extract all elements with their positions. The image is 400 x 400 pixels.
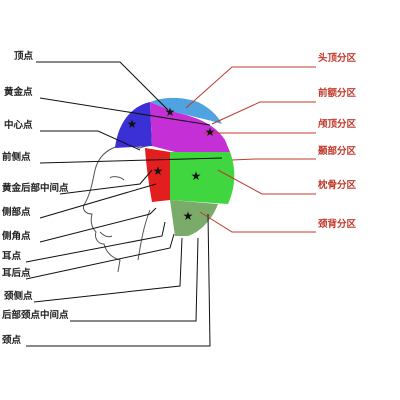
left-leader-line — [70, 237, 199, 322]
star-marker: ★ — [205, 125, 216, 139]
zone-top — [150, 97, 222, 124]
zone-label: 颈背分区 — [317, 218, 357, 230]
point-label: 后部颈点中间点 — [2, 309, 69, 321]
star-marker: ★ — [191, 169, 202, 183]
left-leader-line — [39, 183, 157, 219]
left-leader-line — [39, 207, 157, 243]
left-leader-line — [25, 221, 166, 263]
point-label: 顶点 — [14, 50, 34, 62]
left-leader-line — [25, 233, 175, 280]
star-marker: ★ — [153, 164, 164, 178]
right-leader-line — [231, 158, 316, 161]
left-leader-line — [39, 157, 223, 164]
zone-crown — [150, 102, 230, 152]
left-leader-lines — [25, 61, 223, 347]
zone-label: 前额分区 — [318, 87, 357, 99]
point-label: 中心点 — [4, 119, 33, 131]
right-leader-lines — [185, 66, 316, 233]
zone-label: 颞部分区 — [317, 145, 357, 157]
zone-label: 颅顶分区 — [318, 118, 357, 130]
point-label: 黄金点 — [4, 86, 33, 98]
left-leader-line — [36, 61, 169, 111]
zone-label: 头顶分区 — [318, 52, 357, 64]
left-leader-line — [26, 213, 211, 347]
zone-shapes — [115, 97, 235, 236]
point-label: 侧角点 — [2, 230, 31, 242]
zone-occipital — [170, 152, 235, 204]
star-marker: ★ — [183, 209, 194, 223]
zone-stars: ★ ★ ★ ★ ★ ★ — [127, 105, 216, 223]
point-label: 颈点 — [1, 334, 22, 346]
zone-front — [115, 102, 152, 148]
left-leader-line — [59, 169, 153, 195]
right-leader-line — [185, 66, 316, 109]
zone-label: 枕骨分区 — [318, 179, 357, 191]
point-label: 前侧点 — [2, 151, 31, 163]
star-marker: ★ — [127, 117, 138, 131]
right-leader-line — [217, 169, 316, 195]
right-leader-line — [211, 101, 316, 125]
zone-nape — [170, 200, 218, 236]
left-leader-line — [39, 97, 211, 126]
point-label: 颈侧点 — [3, 290, 33, 302]
left-leader-line — [40, 130, 141, 151]
left-leader-line — [33, 237, 183, 303]
left-point-labels: 顶点黄金点中心点前侧点黄金后部中间点侧部点侧角点耳点耳后点颈侧点后部颈点中间点颈… — [1, 50, 69, 346]
point-label: 黄金后部中间点 — [2, 182, 69, 194]
point-label: 侧部点 — [2, 206, 31, 218]
zone-temporal — [145, 148, 170, 202]
right-leader-line — [199, 211, 316, 233]
point-label: 耳点 — [2, 250, 22, 262]
star-marker: ★ — [165, 105, 176, 119]
point-label: 耳后点 — [2, 267, 31, 279]
